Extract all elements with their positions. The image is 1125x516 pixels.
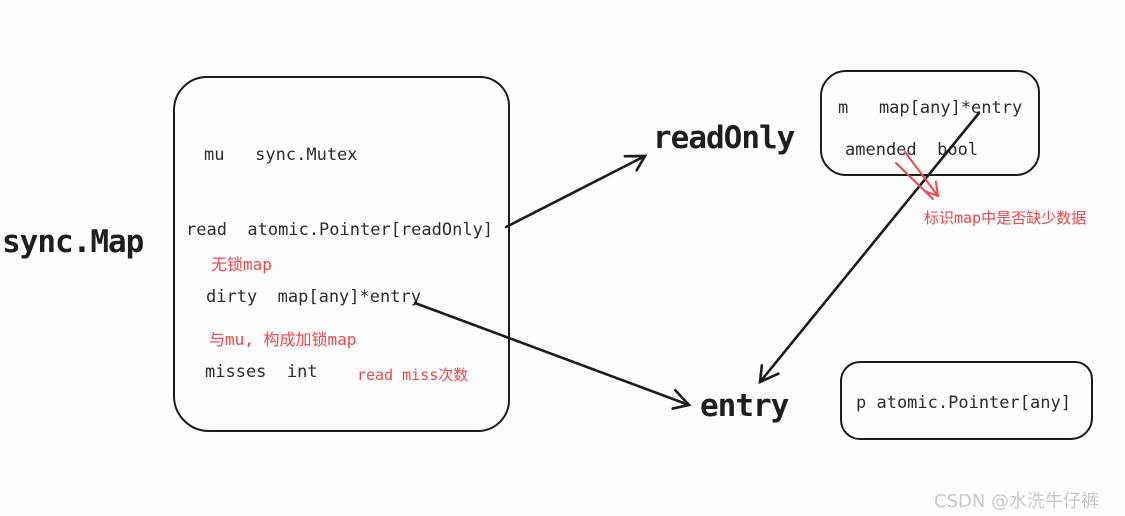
field-mu: mu sync.Mutex — [204, 145, 358, 165]
note-read-lock-free-map: 无锁map — [211, 255, 272, 274]
sync-map-box — [173, 76, 510, 432]
field-amended: amended bool — [845, 140, 979, 160]
entry-label: entry — [700, 388, 789, 424]
field-read: read atomic.Pointer[readOnly] — [186, 220, 494, 240]
field-p: p atomic.Pointer[any] — [856, 393, 1071, 413]
csdn-watermark: CSDN @水洗牛仔裤 — [934, 491, 1100, 512]
readonly-label: readOnly — [653, 120, 795, 156]
field-m: m map[any]*entry — [838, 98, 1023, 118]
note-dirty-locked-map: 与mu, 构成加锁map — [209, 330, 357, 349]
arrow-read-to-readonly — [504, 154, 648, 229]
note-amended-missing-data: 标识map中是否缺少数据 — [924, 209, 1087, 227]
note-misses-read-miss-count: read miss次数 — [357, 366, 469, 384]
field-misses: misses int — [205, 362, 318, 382]
readonly-box — [820, 70, 1040, 176]
sync-map-title: sync.Map — [2, 224, 144, 260]
field-dirty: dirty map[any]*entry — [206, 287, 421, 307]
